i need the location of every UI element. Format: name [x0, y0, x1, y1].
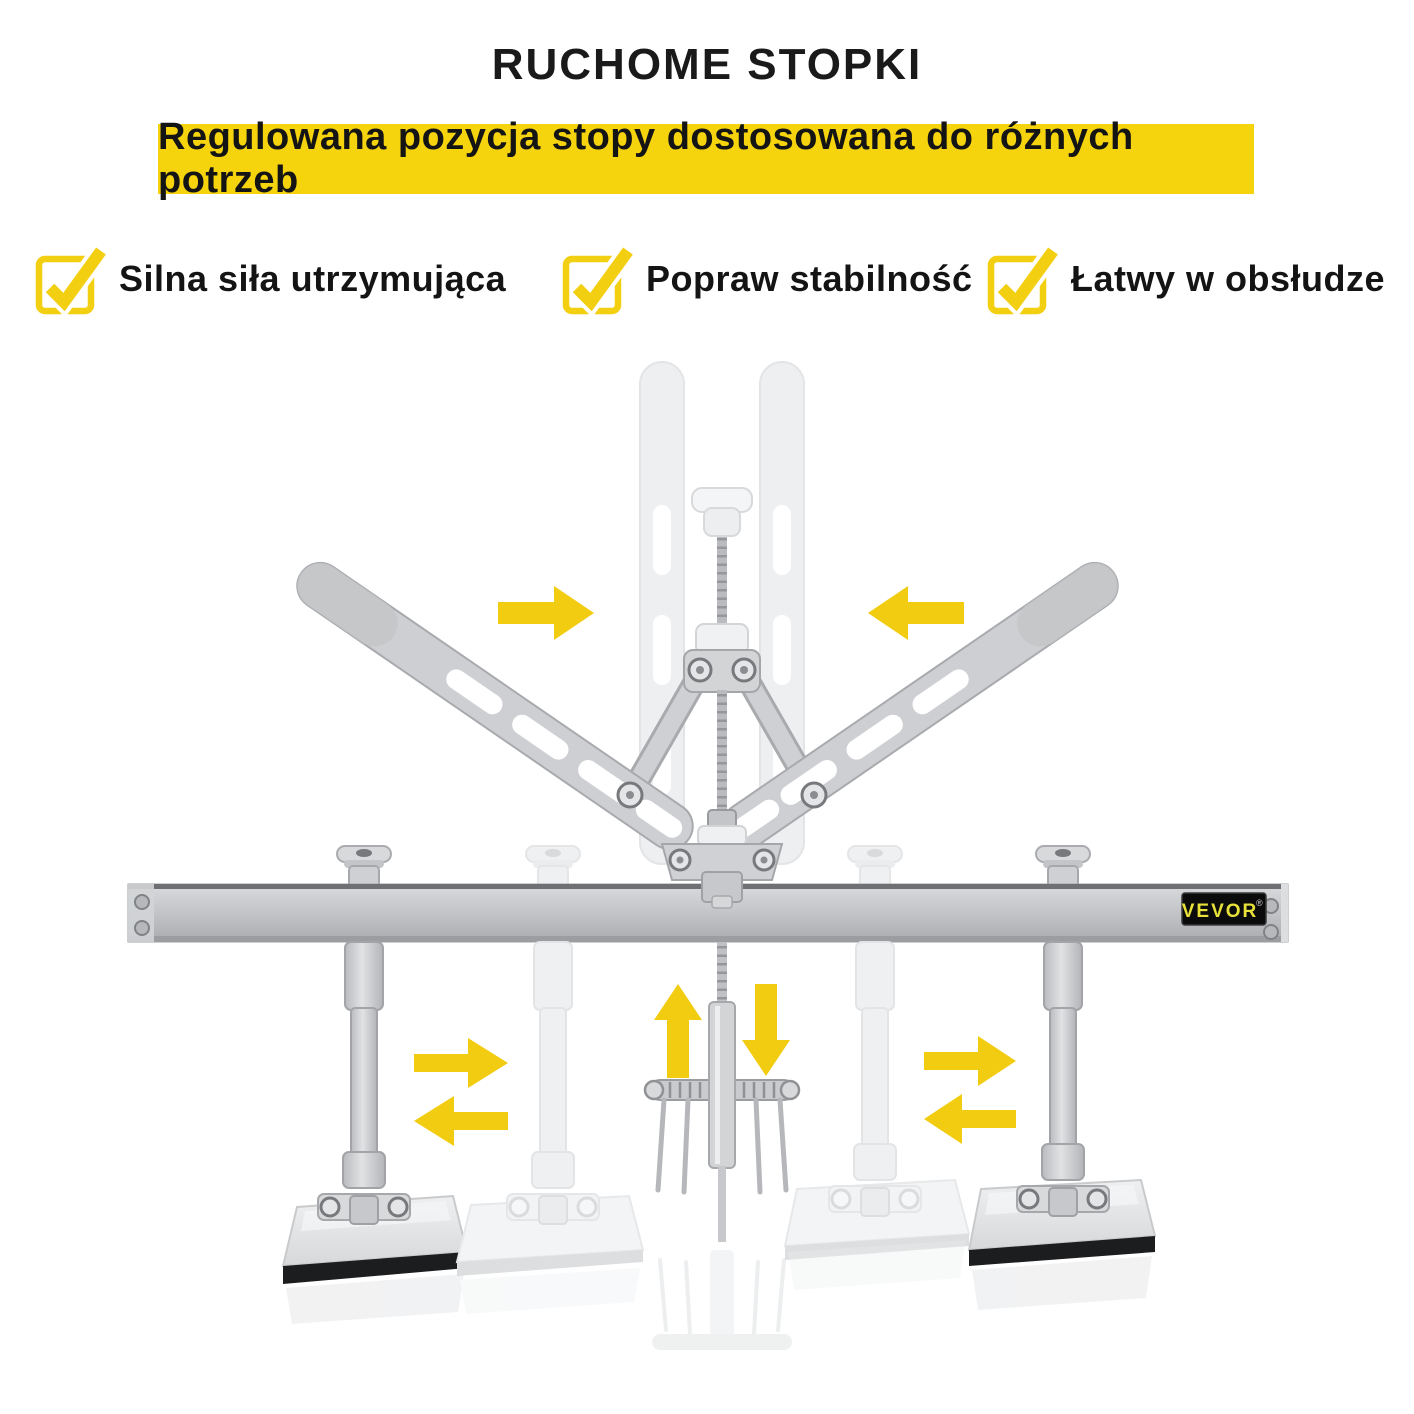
claw-puller	[643, 942, 801, 1242]
subtitle-banner: Regulowana pozycja stopy dostosowana do …	[158, 116, 1254, 201]
puller-leg-solid-left	[317, 941, 411, 1225]
center-push-down-arrow-icon	[742, 984, 790, 1076]
feature-label: Łatwy w obsłudze	[1071, 258, 1386, 299]
bar-knob-ghost-left	[525, 845, 581, 891]
floor-reflections	[286, 1240, 1152, 1350]
arm-joint-screws	[616, 781, 828, 809]
bar-knob-solid-right	[1035, 845, 1091, 891]
upper-hinge-block	[683, 649, 761, 693]
feature-label: Silna siła utrzymująca	[119, 258, 507, 299]
right-foot-move-left-arrow-icon	[924, 1094, 1016, 1144]
bar-clamp	[660, 843, 784, 909]
lower-screw-section	[697, 690, 747, 847]
right-foot-move-right-arrow-icon	[924, 1036, 1016, 1086]
feature-item-easy-use: Łatwy w obsłudze	[985, 241, 1385, 317]
checkbox-checked-icon	[33, 241, 109, 317]
puller-leg-ghost-left	[506, 941, 600, 1225]
direction-arrows	[414, 586, 1016, 1146]
center-lift-up-arrow-icon	[654, 984, 702, 1078]
feature-label: Popraw stabilność	[646, 258, 973, 299]
puller-leg-solid-right	[1016, 941, 1110, 1217]
brand-logo-plate: VEVOR ®	[1181, 892, 1267, 926]
swing-arm-right	[721, 561, 1119, 851]
puller-leg-ghost-right	[828, 941, 922, 1217]
subtitle-banner-text: Regulowana pozycja stopy dostosowana do …	[158, 116, 1134, 201]
brand-registered-mark: ®	[1256, 898, 1263, 908]
feature-item-stability: Popraw stabilność	[560, 241, 973, 317]
left-foot-move-right-arrow-icon	[414, 1038, 508, 1088]
bar-knob-ghost-right	[847, 845, 903, 891]
upper-move-right-arrow-icon	[498, 586, 594, 640]
upper-move-left-arrow-icon	[868, 586, 964, 640]
feature-item-holding-force: Silna siła utrzymująca	[33, 241, 506, 317]
page-title: RUCHOME STOPKI	[491, 40, 923, 89]
brand-logo-text: VEVOR	[1182, 901, 1259, 922]
pivot-links	[618, 666, 826, 807]
checkbox-checked-icon	[560, 241, 636, 317]
foot-pad-solid-left	[281, 1194, 469, 1284]
bar-knob-solid-left	[336, 845, 392, 891]
center-screw-assembly	[691, 487, 753, 655]
checkbox-checked-icon	[985, 241, 1061, 317]
left-foot-move-left-arrow-icon	[414, 1096, 508, 1146]
